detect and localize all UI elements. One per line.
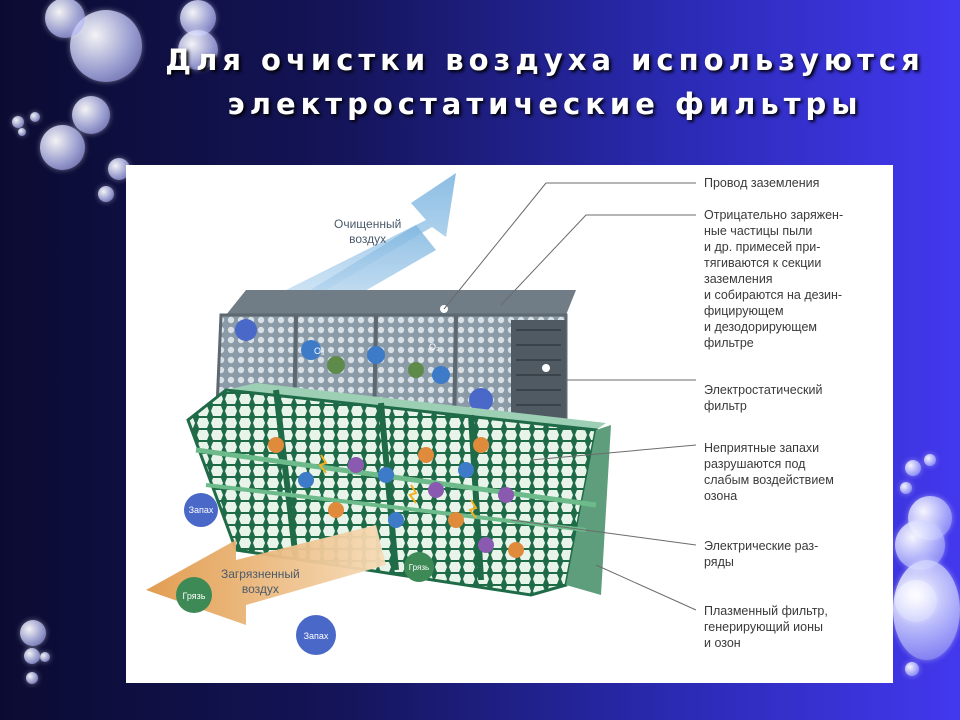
leader-line: [510, 519, 697, 546]
blob-label: Запах: [304, 631, 329, 641]
bubble-decoration: [40, 125, 85, 170]
label-odors: Неприятные запахи разрушаются под слабым…: [704, 441, 834, 503]
bubble-decoration: [98, 186, 114, 202]
bubble-decoration: [900, 482, 912, 494]
dirt-blob: Грязь: [176, 577, 212, 613]
bubble-decoration: [178, 30, 218, 70]
dirty-air-label: Загрязненный воздух: [221, 567, 300, 596]
bubble-decoration: [905, 460, 921, 476]
bubble-decoration: [108, 158, 130, 180]
clean-air-arrow: [286, 173, 456, 305]
label-ground-wire: Провод заземления: [704, 176, 820, 190]
bubble-decoration: [40, 652, 50, 662]
ozone-symbol: O₃: [314, 346, 325, 356]
bubble-decoration: [24, 648, 40, 664]
dirt-blob: Грязь: [404, 552, 434, 582]
filter-diagram: O₃ O₃ Запах: [126, 165, 893, 683]
blob-label: Грязь: [409, 563, 429, 572]
bubble-decoration: [45, 0, 85, 38]
blob-label: Грязь: [183, 591, 206, 601]
bubble-decoration: [20, 620, 46, 646]
clean-air-label: Очищенный воздух: [334, 217, 402, 246]
leader-line: [443, 182, 547, 310]
plasma-filter-top: [226, 383, 606, 430]
title-line-2: электростатические фильтры: [227, 87, 863, 121]
watermark: Shared: [772, 656, 850, 683]
bubble-decoration: [924, 454, 936, 466]
bubble-decoration: [893, 560, 960, 660]
label-charged-particles: Отрицательно заряжен- ные частицы пыли и…: [704, 208, 844, 350]
bubble-decoration: [72, 96, 110, 134]
bubble-decoration: [12, 116, 24, 128]
electrostatic-grid-panel: [226, 290, 576, 315]
plasma-filter-side: [566, 425, 611, 595]
title-line-1: Для очистки воздуха используются: [165, 43, 925, 77]
bubble-decoration: [905, 662, 919, 676]
odor-blob: Запах: [296, 615, 336, 655]
label-plasma-filter: Плазменный фильтр, генерирующий ионы и о…: [704, 604, 828, 650]
ozone-symbol: O₃: [429, 342, 440, 352]
odor-blob: Запах: [184, 493, 218, 527]
leader-line: [500, 214, 587, 306]
bubble-decoration: [30, 112, 40, 122]
leader-line: [530, 444, 697, 461]
slide-title: Для очистки воздуха используются электро…: [150, 38, 940, 126]
label-discharges: Электрические раз- ряды: [704, 539, 819, 569]
leader-line: [595, 564, 697, 611]
label-electrostatic-filter: Электростатический фильтр: [704, 383, 823, 413]
filter-illustration: O₃ O₃ Запах: [146, 173, 697, 655]
bubble-decoration: [26, 672, 38, 684]
blob-label: Запах: [189, 505, 214, 515]
bubble-decoration: [18, 128, 26, 136]
